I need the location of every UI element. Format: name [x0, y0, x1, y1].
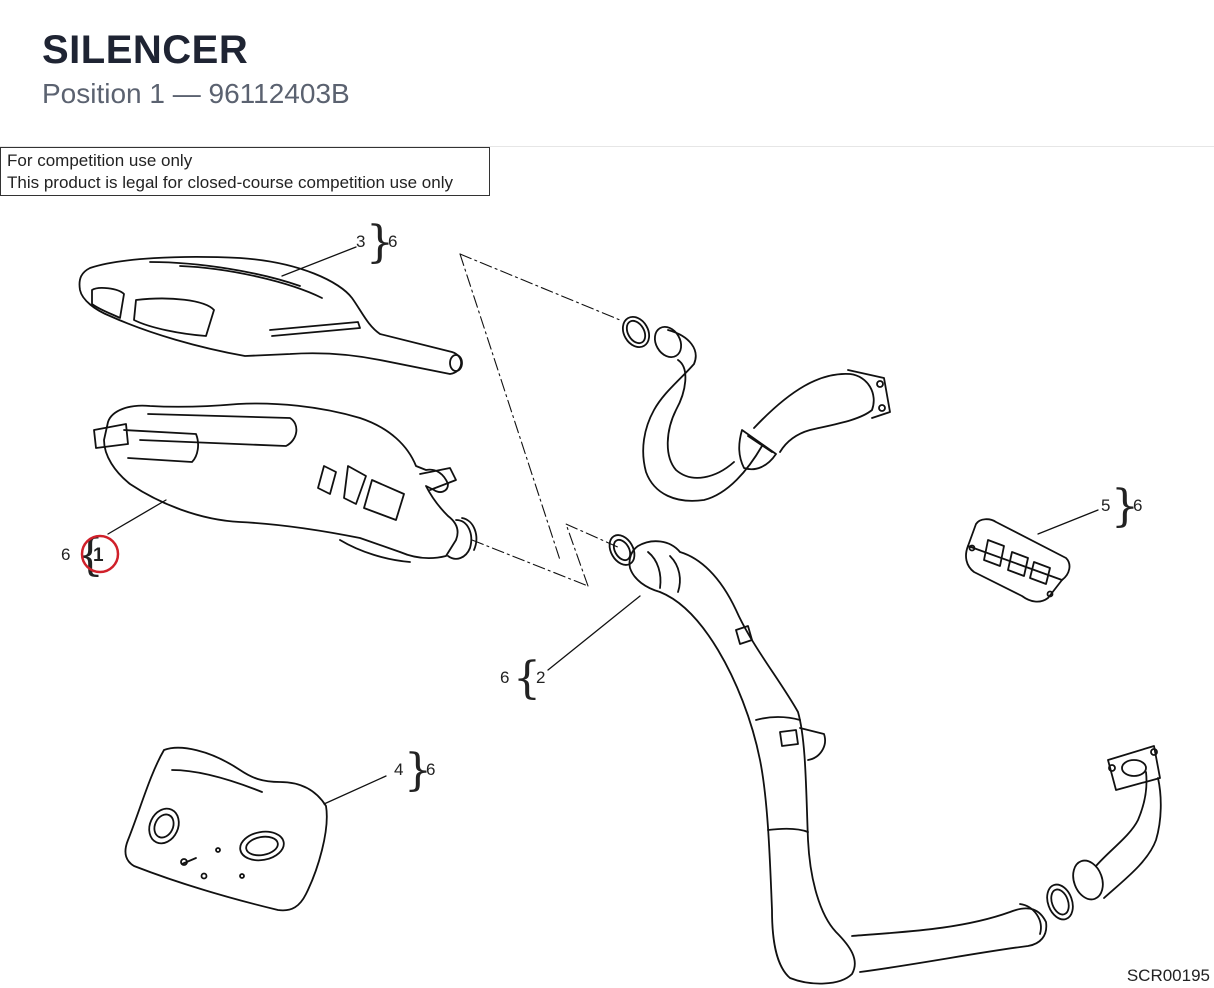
callout-2-brace: { — [513, 653, 541, 704]
callout-2-part: 2 — [536, 668, 545, 687]
callout-4-qty: 6 — [426, 760, 435, 779]
header-divider — [0, 146, 1214, 147]
callout-4-part: 4 — [394, 760, 403, 779]
callout-5-part: 5 — [1101, 496, 1110, 515]
callout-4-brace: } — [404, 745, 432, 796]
drawing-code: SCR00195 — [1126, 966, 1210, 985]
callout-2-qty: 6 — [500, 668, 509, 687]
callout-5[interactable]: 5 } 6 — [1101, 481, 1142, 532]
part-3-upper-cover[interactable] — [78, 255, 463, 375]
callout-3-qty: 6 — [388, 232, 397, 251]
callout-2[interactable]: 6 { 2 — [500, 653, 545, 704]
callout-5-brace: } — [1111, 481, 1139, 532]
callout-1-part: 1 — [93, 545, 104, 566]
competition-notice: For competition use only This product is… — [0, 147, 490, 196]
callout-5-qty: 6 — [1133, 496, 1142, 515]
upper-header-pipe[interactable] — [642, 329, 891, 502]
callout-3-part: 3 — [356, 232, 365, 251]
assembly-guide-lines — [459, 253, 621, 587]
callout-4[interactable]: 4 } 6 — [394, 745, 435, 796]
callout-1-highlight-ring — [80, 534, 120, 574]
page-title: SILENCER — [42, 28, 249, 72]
part-1-silencer-body[interactable] — [93, 402, 478, 563]
lower-right-header[interactable] — [1043, 745, 1162, 923]
gasket-upper[interactable] — [618, 312, 687, 362]
leader-lines — [107, 246, 1099, 805]
notice-line-1: For competition use only — [7, 151, 193, 170]
callout-1[interactable]: 6 { 1 — [61, 530, 120, 581]
part-5-bracket[interactable] — [965, 518, 1071, 603]
part-2-lower-header-pipe[interactable] — [628, 540, 1048, 985]
notice-line-2: This product is legal for closed-course … — [7, 173, 453, 192]
callout-3[interactable]: 3 } 6 — [356, 217, 397, 268]
callout-1-qty: 6 — [61, 545, 70, 564]
part-4-heat-shield[interactable] — [124, 746, 328, 912]
callout-3-brace: } — [366, 217, 394, 268]
page-subtitle: Position 1 — 96112403B — [42, 78, 350, 109]
